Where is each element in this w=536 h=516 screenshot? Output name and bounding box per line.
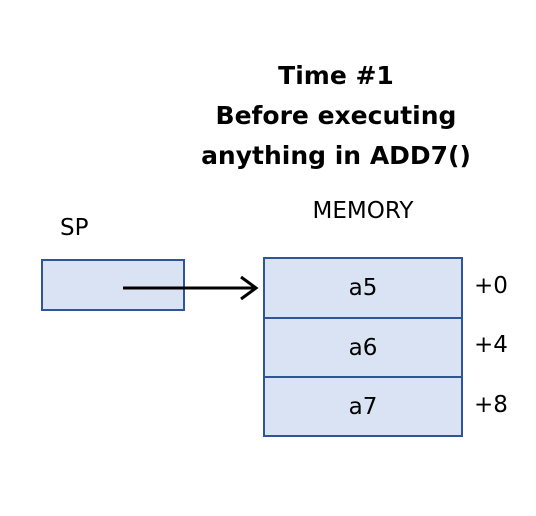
memory-offset-1: +4 — [474, 332, 508, 358]
memory-offset-0: +0 — [474, 273, 508, 299]
diagram-title-line-1: Time #1 — [278, 61, 394, 90]
arrow-head-icon — [240, 275, 259, 301]
sp-register-box — [41, 259, 185, 311]
memory-table: a5 a6 a7 — [263, 257, 463, 437]
memory-cell-0: a5 — [348, 275, 378, 301]
memory-label: MEMORY — [312, 198, 414, 224]
memory-offset-2: +8 — [474, 392, 508, 418]
diagram-title-line-3: anything in ADD7() — [201, 141, 471, 170]
memory-cell-2: a7 — [265, 376, 461, 435]
memory-cell-1: a6 — [265, 317, 461, 376]
diagram-title-line-2: Before executing — [215, 101, 457, 130]
sp-label: SP — [60, 215, 89, 241]
